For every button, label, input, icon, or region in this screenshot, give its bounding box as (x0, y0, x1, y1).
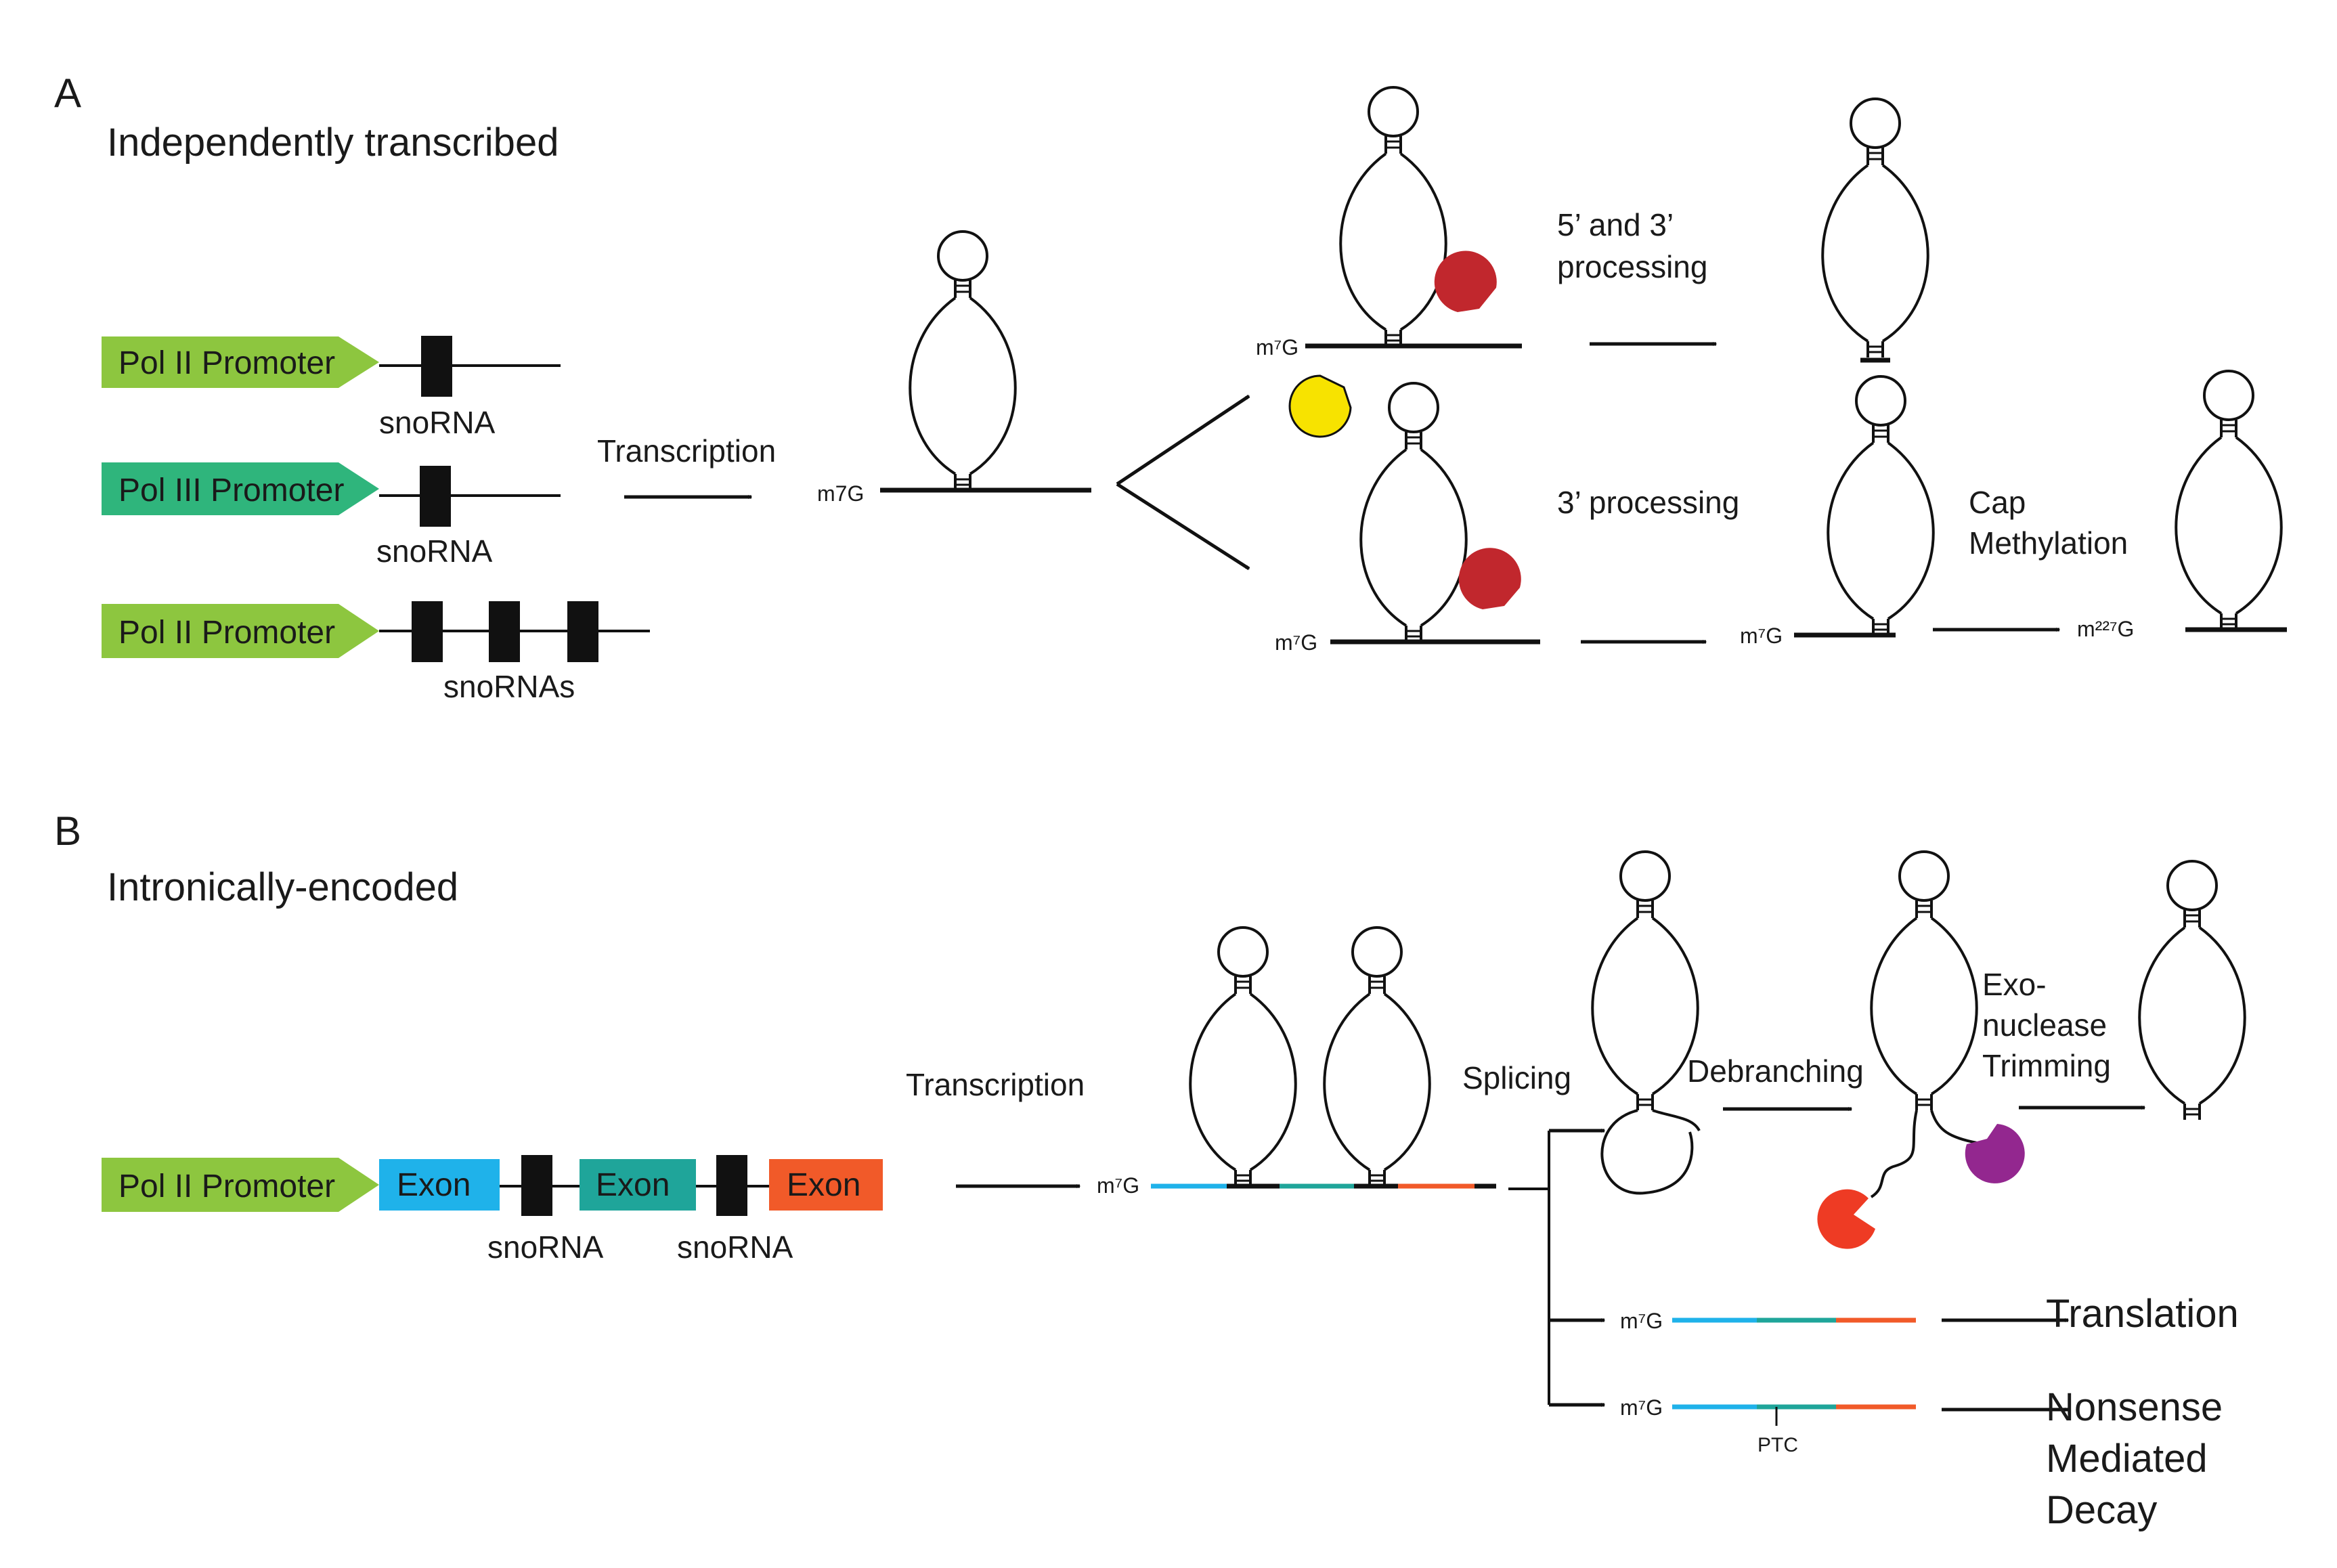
step-3-label: 3’ processing (1557, 485, 1739, 520)
snorna-hairpin-bottom (1359, 382, 1468, 643)
cap-m7g-nmd: m⁷G (1620, 1395, 1663, 1420)
panel-b-title: Intronically-encoded (107, 865, 458, 909)
panel-b-letter: B (54, 808, 81, 854)
lariat-intron (1600, 1109, 1701, 1195)
snorna-gene-3a (412, 601, 443, 662)
mature-snorna-capped (2175, 370, 2283, 631)
cap-m7g-translation: m⁷G (1620, 1309, 1663, 1333)
intronic-snorna-2 (716, 1155, 747, 1216)
exon-2 (580, 1159, 696, 1211)
pol3-promoter-row2: Pol III Promoter (102, 462, 379, 515)
cap-m7g-top: m⁷G (1256, 335, 1298, 360)
exon-3-label: Exon (787, 1167, 860, 1203)
snorna-gene-2 (420, 466, 451, 527)
cap-m227g: m²²⁷G (2077, 617, 2134, 641)
snorna-hairpin-premrna-2 (1323, 926, 1431, 1188)
branch-arrow-down (1116, 482, 1250, 571)
nmd-line3: Decay (2046, 1488, 2157, 1532)
snorna-hairpin-primary (909, 230, 1017, 492)
exon-1 (379, 1159, 500, 1211)
pol3-promoter-label: Pol III Promoter (118, 473, 344, 508)
exonuclease-yellow-enzyme (1288, 374, 1352, 438)
panel-a-title: Independently transcribed (107, 121, 559, 165)
cap-m7g-premrna: m⁷G (1097, 1173, 1139, 1198)
snorna-hairpin-top (1339, 86, 1447, 347)
exonuclease-red-enzyme-top (1434, 251, 1497, 312)
snorna-gene-3b (489, 601, 520, 662)
pol2-promoter-label-3: Pol II Promoter (118, 615, 335, 651)
snorna-lariat (1591, 850, 1699, 1112)
step-5-3-line2: processing (1557, 249, 1707, 284)
step-cap-line1: Cap (1969, 485, 2026, 520)
snorna-debranched (1870, 850, 1978, 1112)
pol2-promoter-row3: Pol II Promoter (102, 604, 379, 658)
nmd-line1: Nonsense (2046, 1385, 2223, 1429)
exo-line3: Trimming (1982, 1048, 2111, 1083)
gene-label-3: snoRNAs (443, 669, 575, 704)
cap-m7g-after-3: m⁷G (1740, 624, 1783, 648)
ptc-label: PTC (1757, 1434, 1798, 1456)
debranching-label: Debranching (1687, 1053, 1864, 1089)
gene-label-2: snoRNA (376, 533, 493, 569)
translation-label: Translation (2046, 1292, 2239, 1336)
cap-m7g-bottom: m⁷G (1275, 630, 1317, 655)
gene-label-1: snoRNA (379, 405, 496, 440)
sno-label-2: snoRNA (677, 1229, 793, 1265)
pol2-promoter-label-b: Pol II Promoter (118, 1169, 335, 1204)
snorna-gene-3c (567, 601, 598, 662)
mature-snorna-top (1821, 97, 1929, 359)
snorna-gene-1 (421, 336, 452, 397)
pol2-promoter-host: Pol II Promoter (102, 1158, 379, 1212)
snorna-hairpin-premrna-1 (1189, 926, 1297, 1188)
snorna-hairpin-after-3 (1827, 375, 1935, 636)
exo-line1: Exo- (1982, 967, 2047, 1002)
mature-snorna-intronic (2138, 860, 2246, 1121)
pol2-promoter-row1: Pol II Promoter (102, 336, 379, 388)
nmd-line2: Mediated (2046, 1437, 2208, 1481)
branch-arrow-up (1116, 394, 1250, 486)
step-cap-line2: Methylation (1969, 525, 2128, 561)
exon-1-label: Exon (397, 1167, 471, 1203)
splicing-label: Splicing (1462, 1060, 1571, 1095)
pol2-promoter-label-1: Pol II Promoter (118, 345, 335, 381)
exon-3 (769, 1159, 883, 1211)
exon-2-label: Exon (596, 1167, 670, 1203)
intronic-snorna-1 (521, 1155, 552, 1216)
sno-label-1: snoRNA (487, 1229, 604, 1265)
step-5-3-line1: 5’ and 3’ (1557, 207, 1674, 242)
cap-m7g-primary: m7G (817, 481, 864, 506)
exo-line2: nuclease (1982, 1007, 2107, 1043)
exonuclease-red-enzyme-bottom (1458, 548, 1521, 609)
exonuclease-red-enzyme-b (1817, 1189, 1875, 1249)
panel-a-letter: A (54, 70, 81, 116)
transcription-label-b: Transcription (906, 1067, 1085, 1102)
transcription-label-a: Transcription (597, 433, 776, 469)
exonuclease-purple-enzyme (1965, 1124, 2025, 1183)
